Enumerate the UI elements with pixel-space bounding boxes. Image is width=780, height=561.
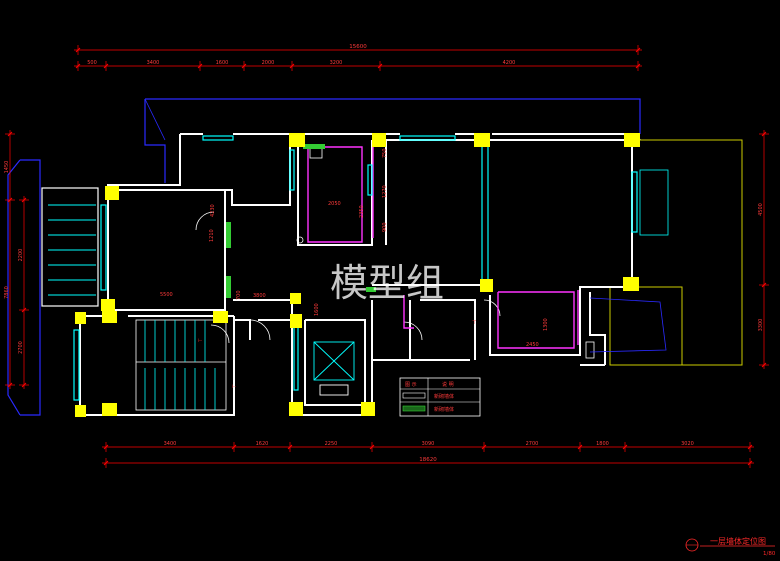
top-dim-slash xyxy=(103,63,109,69)
bottom-dim-label: 2700 xyxy=(526,441,539,447)
top-dim-label: 2000 xyxy=(262,60,275,66)
dimension-layer: 15600 500 3400 1600 2000 3200 4200 3400 1620 2250… xyxy=(4,44,769,468)
bottom-dim-slash xyxy=(622,444,628,450)
structural-columns xyxy=(75,133,640,417)
stair-arrow-mark: ⊢ xyxy=(232,384,236,390)
drawing-title: 一层墙体定位图 xyxy=(710,536,766,546)
left-inner-dim-label: 2700 xyxy=(18,341,24,354)
legend-row-2: 新砌墙体 xyxy=(434,406,454,413)
top-overall-dim-slash xyxy=(635,47,641,53)
legend-header-symbol: 图 示 xyxy=(405,382,417,388)
bottom-dim-slash xyxy=(287,444,293,450)
legend: 图 示 说 明 新砌墙体 新砌墙体 xyxy=(399,377,481,417)
left-inner-dim-slash xyxy=(21,307,27,313)
inner-dim-11: 1600 xyxy=(314,303,320,316)
terrace-outline xyxy=(590,139,743,366)
bottom-dim-slash xyxy=(481,444,487,450)
right-dim-label: 3300 xyxy=(758,319,764,332)
door-tags: ⊢ ⊤ ⊢ xyxy=(198,320,476,390)
fixtures xyxy=(296,147,669,359)
bottom-overall-dim-slash xyxy=(747,460,753,466)
top-dim-slash xyxy=(289,63,295,69)
bottom-dim-slash xyxy=(369,444,375,450)
bottom-overall-dim-label: 18620 xyxy=(419,457,437,463)
staircase xyxy=(135,319,227,411)
top-dim-slash xyxy=(197,63,203,69)
bottom-dim-label: 3020 xyxy=(681,441,694,447)
legend-swatch-new-wall-alt xyxy=(402,405,426,412)
top-dim-label: 500 xyxy=(87,60,97,66)
right-dim-slash xyxy=(761,362,767,368)
inner-dim-4: 1270 xyxy=(382,185,388,198)
roof-outline xyxy=(7,98,641,416)
new-walls xyxy=(226,144,376,298)
left-outer-dim-slash xyxy=(7,131,13,137)
inner-dim-5: 900 xyxy=(382,222,388,232)
balcony-slats xyxy=(41,187,99,307)
bottom-dim-label: 1800 xyxy=(596,441,609,447)
watermark: 模型组 xyxy=(330,261,444,305)
left-outer-dim-slash xyxy=(7,197,13,203)
top-overall-dim-label: 15600 xyxy=(349,44,367,50)
bottom-dim-label: 1620 xyxy=(256,441,269,447)
inner-dim-8: 5500 xyxy=(160,292,173,298)
right-dim-label: 4500 xyxy=(758,203,764,216)
bottom-dim-label: 3400 xyxy=(164,441,177,447)
inner-dim-10: 3800 xyxy=(253,293,266,299)
top-dim-slash xyxy=(241,63,247,69)
stair-up-mark: ⊢ xyxy=(198,338,202,344)
legend-header-description: 说 明 xyxy=(442,381,454,388)
legend-swatch-new-wall xyxy=(402,392,426,399)
lift-shaft xyxy=(313,341,355,396)
bottom-dim-slash xyxy=(577,444,583,450)
inner-dimensions: 2350 2050 750 1270 900 4230 1210 5500 70… xyxy=(160,148,549,348)
inner-dim-7: 1210 xyxy=(209,229,215,242)
inner-dim-9: 700 xyxy=(236,290,242,300)
inner-dim-3: 750 xyxy=(382,148,388,158)
top-dim-label: 3200 xyxy=(330,60,343,66)
top-overall-dim-slash xyxy=(75,47,81,53)
right-dim-slash xyxy=(761,131,767,137)
top-dim-slash xyxy=(377,63,383,69)
top-dim-label: 1600 xyxy=(216,60,229,66)
top-dim-label: 4200 xyxy=(503,60,516,66)
drawing-scale: 1/80 xyxy=(763,551,776,557)
top-dim-slash xyxy=(635,63,641,69)
bottom-overall-dim-slash xyxy=(103,460,109,466)
top-dim-label: 3400 xyxy=(147,60,160,66)
legend-row-1: 新砌墙体 xyxy=(434,393,454,400)
bottom-dim-slash xyxy=(231,444,237,450)
title-block: 一层墙体定位图 1/80 xyxy=(685,536,776,557)
left-outer-dim-label: 7860 xyxy=(4,286,10,299)
left-inner-dim-label: 2200 xyxy=(18,249,24,262)
left-outer-dim-slash xyxy=(7,382,13,388)
inner-dim-12: 1300 xyxy=(543,318,549,331)
bottom-dim-label: 3090 xyxy=(422,441,435,447)
door-swings xyxy=(195,211,501,344)
left-outer-dim-label: 1450 xyxy=(4,161,10,174)
bottom-dim-slash xyxy=(103,444,109,450)
inner-dim-2: 2050 xyxy=(328,201,341,207)
left-inner-dim-slash xyxy=(21,197,27,203)
right-dim-slash xyxy=(761,282,767,288)
top-dim-slash xyxy=(75,63,81,69)
inner-dim-13: 2450 xyxy=(526,342,539,348)
bottom-dim-slash xyxy=(747,444,753,450)
windows xyxy=(73,135,638,401)
room-outlines xyxy=(307,146,579,349)
door-mark: ⊤ xyxy=(472,320,476,326)
bottom-dim-label: 2250 xyxy=(325,441,338,447)
inner-dim-1: 2350 xyxy=(359,205,365,218)
inner-dim-6: 4230 xyxy=(210,204,216,217)
left-inner-dim-slash xyxy=(21,382,27,388)
